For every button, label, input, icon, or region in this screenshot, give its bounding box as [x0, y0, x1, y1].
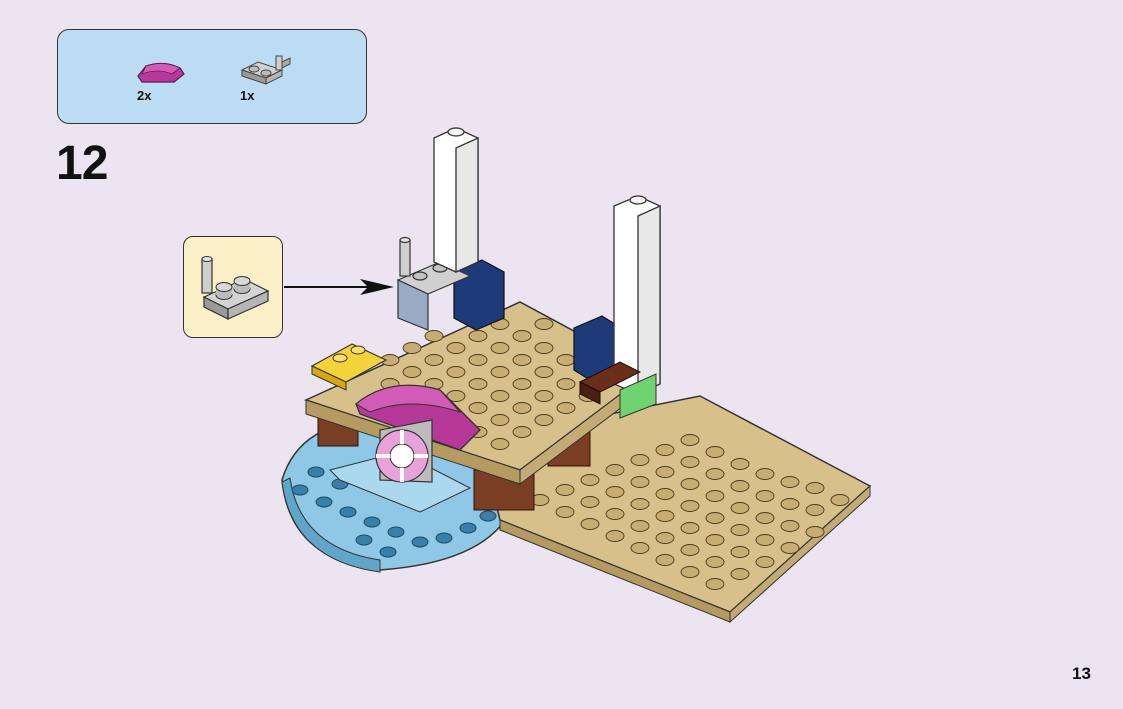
arrow-icon — [284, 279, 394, 295]
life-ring-sign — [376, 420, 432, 482]
page-number: 13 — [1072, 664, 1091, 684]
